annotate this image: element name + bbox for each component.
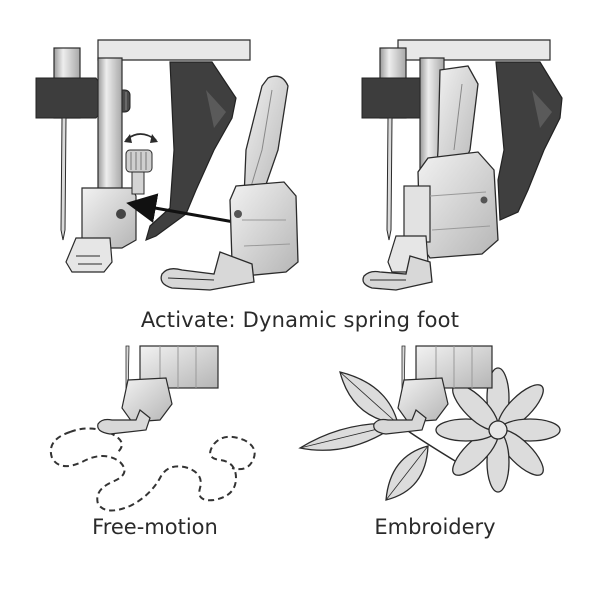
panel-attach-foot: [35, 39, 299, 291]
caption-activate: Activate: Dynamic spring foot: [140, 308, 460, 332]
presser-shank: [403, 185, 431, 243]
caption-embroidery: Embroidery: [374, 515, 496, 539]
small-foot: [65, 237, 113, 273]
rotate-arrow-head-right: [150, 134, 158, 143]
foot-pin: [234, 210, 242, 218]
machine-head-plate: [97, 39, 251, 61]
panel-embroidery: [298, 345, 561, 501]
spring-foot-body: [397, 377, 449, 423]
caption-free-motion: Free-motion: [92, 515, 218, 539]
foot-sole: [97, 409, 151, 435]
embroidery-flower: [435, 367, 561, 493]
foot-sole: [373, 409, 427, 435]
flower-center: [488, 420, 508, 440]
needle-clamp: [35, 77, 105, 119]
knob-shaft: [131, 171, 145, 195]
free-motion-stitch-path: [49, 427, 256, 512]
dark-bracket: [495, 61, 563, 221]
machine-head-plate: [397, 39, 551, 61]
spring-foot-body: [121, 377, 173, 423]
foot-sole: [160, 251, 255, 291]
panel-foot-attached: [361, 39, 563, 291]
rotate-arrow-head-left: [124, 134, 132, 143]
foot-sole: [362, 255, 433, 291]
shank-hole: [116, 209, 126, 219]
insert-arrow-icon: [126, 193, 235, 224]
needle: [386, 117, 393, 241]
needle: [60, 117, 67, 241]
panel-free-motion: [49, 345, 256, 512]
foot-pin: [480, 196, 488, 204]
needle-clamp: [361, 77, 429, 119]
spring-foot-arm: [243, 75, 289, 199]
presser-bar: [97, 57, 123, 199]
spring-foot-body: [229, 181, 299, 277]
knurled-knob: [125, 149, 153, 173]
